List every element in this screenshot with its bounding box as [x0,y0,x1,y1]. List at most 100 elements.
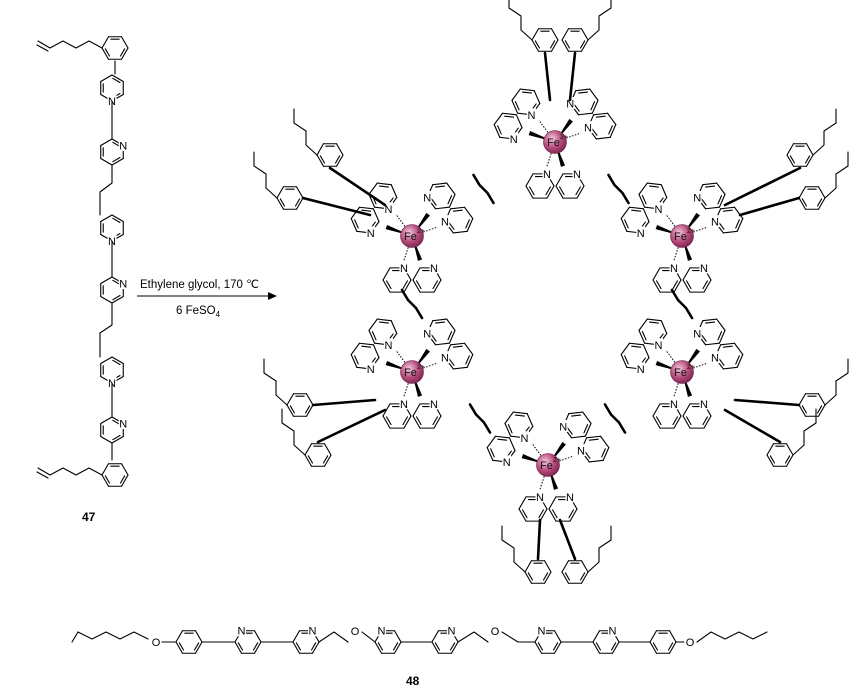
bond-line [570,435,586,439]
bond-line [178,642,185,651]
bond-line [578,91,589,94]
reaction-conditions-solvent: Ethylene glycol, 170 ℃ [140,279,259,291]
bond-line [527,572,534,581]
bond-line [591,99,599,114]
atom-label-mask [636,362,646,375]
bond-line [682,279,691,293]
bond-line [494,435,510,439]
bond-line [568,51,577,102]
bipyridine-ring: N [638,182,668,216]
nitrogen-label: N [238,626,246,638]
bond-line [101,36,110,49]
bond-line [112,217,121,224]
iron-label: Fe [404,231,417,243]
atom-label-mask [699,261,709,274]
bond-line [466,217,474,232]
bond-line [100,416,113,425]
bond-line [649,641,658,654]
iron-sphere [670,360,694,384]
bond-line [786,154,795,167]
bond-line [766,454,775,467]
atom-label-mask [502,455,512,468]
bond-line [525,173,534,187]
bipyridine-ring: N [350,206,380,240]
atom-label-mask [490,624,500,637]
bond-line [304,443,313,456]
bond-line [301,196,372,217]
bipyridine-ring: N [638,318,668,352]
bond-line [589,88,599,101]
bond-line [733,342,744,356]
bond-line [112,156,121,163]
bond-line [805,154,814,167]
bond-line [36,44,49,52]
phenyl-ring [561,560,589,584]
bond-line [561,571,570,584]
nitrogen-label: N [577,446,585,458]
bond-line [609,123,617,138]
bond-line [686,416,692,426]
bond-chain [587,0,612,41]
bond-line [519,88,535,92]
bond-line [447,195,453,205]
bond-line [433,279,442,293]
bond-line [652,267,661,281]
bond-line [393,630,402,643]
bond-line [524,571,533,584]
bond-line [431,641,440,654]
bond-line [717,195,723,205]
bond-line [463,206,474,220]
bond-line [673,415,682,429]
bond-line [552,642,559,651]
atom-label-mask [399,261,409,274]
atom-label-mask [237,624,246,637]
bond-line [638,329,646,344]
nitrogen-label: N [584,123,592,135]
bond-line [504,422,512,437]
bipyridine-ring: N [692,182,726,210]
atom-label-mask [422,190,432,203]
bond-line [450,342,466,346]
phenyl-ring [766,443,794,467]
bond-line [559,186,565,196]
bond-line [512,411,528,415]
bond-line [588,438,599,441]
bond-chain [603,403,627,434]
bipyridine-ring: N [692,318,726,346]
nitrogen-label: N [566,492,574,504]
nitrogen-label: N [441,353,449,365]
atom-label-mask [537,624,546,637]
bond-line [412,267,421,281]
bond-line [294,198,301,207]
bond-line [586,435,602,439]
nitrogen-label: N [609,626,617,638]
bond-line [686,280,692,290]
nitrogen-label: N [423,192,431,204]
nitrogen-label: N [711,217,719,229]
atom-label-mask [636,226,646,239]
bond-line [403,279,412,293]
bipyridine-ring: N [583,112,617,140]
phenyl-ring [286,393,314,417]
bond-line [816,405,823,414]
bond-line [412,279,421,293]
bipyridine-ring: N [368,182,398,216]
bond-chain [293,108,318,156]
bond-chain [77,631,149,640]
bond-chain [696,631,768,643]
bond-line [620,353,628,368]
bond-line [784,455,791,464]
bond-line [304,405,311,414]
bipyridine-ring: N [382,261,412,293]
bipyridine-ring: N [440,206,474,234]
phenyl-ring [304,443,332,467]
bond-line [705,321,716,324]
bond-line [322,455,329,464]
nitrogen-label: N [119,419,127,431]
bond-line [378,185,389,188]
bond-line [566,426,573,435]
bond-line [403,415,412,429]
iron-charge: 2+ [560,134,568,141]
